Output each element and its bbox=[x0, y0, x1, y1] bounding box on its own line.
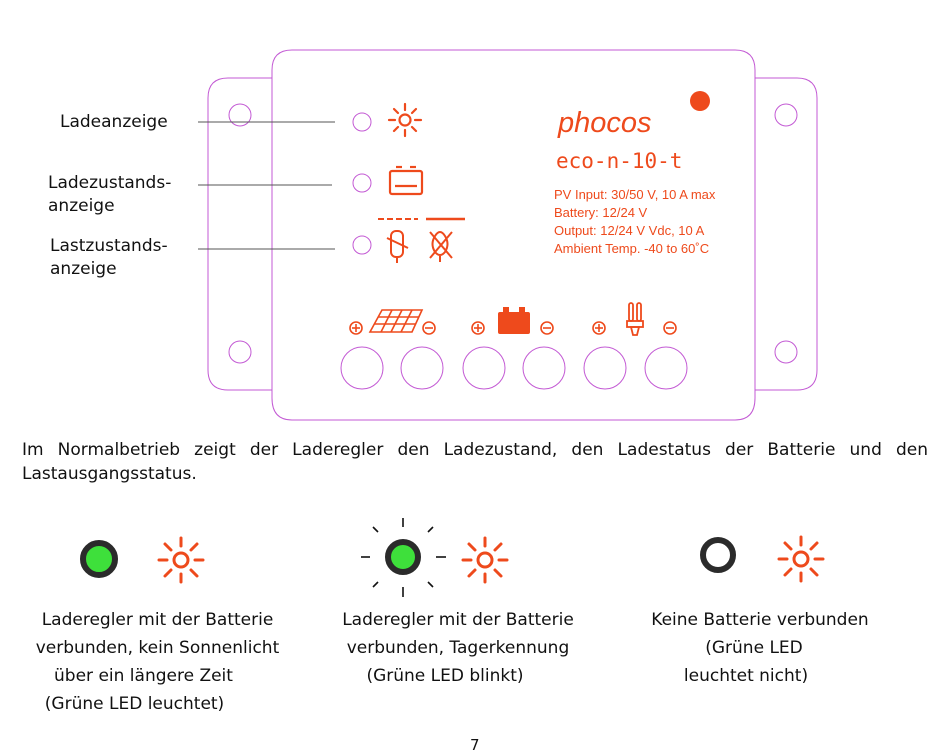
label-battery-status: Ladezustands- anzeige bbox=[48, 172, 171, 218]
battery-icon bbox=[388, 165, 424, 196]
spec-list: PV Input: 30/50 V, 10 A max Battery: 12/… bbox=[554, 187, 716, 256]
battery-icon bbox=[498, 307, 530, 334]
sun-icon bbox=[461, 536, 509, 584]
solar-panel-icon bbox=[368, 309, 424, 333]
terminal-hole bbox=[400, 346, 444, 390]
caption-line: (Grüne LED leuchtet) bbox=[44, 694, 225, 714]
blink-rays bbox=[361, 518, 446, 597]
label-line: Lastzustands- bbox=[50, 236, 168, 256]
controller-body bbox=[271, 49, 756, 421]
led-off bbox=[700, 537, 736, 573]
caption-line: Laderegler mit der Batterie bbox=[342, 610, 574, 630]
caption-led-off: Keine Batterie verbunden (Grüne LED leuc… bbox=[625, 606, 895, 690]
terminal-hole bbox=[644, 346, 688, 390]
page-number: 7 bbox=[470, 736, 480, 754]
mounting-hole bbox=[228, 340, 252, 364]
caption-line: verbunden, kein Sonnenlicht bbox=[35, 638, 280, 658]
caption-led-blink: Laderegler mit der Batterie verbunden, T… bbox=[318, 606, 598, 690]
mounting-hole bbox=[228, 103, 252, 127]
left-mounting-tab bbox=[207, 77, 272, 391]
led-green-on bbox=[80, 540, 118, 578]
body-paragraph: Im Normalbetrieb zeigt der Laderegler de… bbox=[22, 440, 928, 484]
plus-icon bbox=[349, 321, 363, 335]
led-load bbox=[352, 235, 372, 255]
caption-line: leuchtet nicht) bbox=[683, 666, 809, 686]
spec-output: Output: 12/24 V Vdc, 10 A bbox=[554, 223, 705, 238]
sun-icon bbox=[387, 102, 423, 138]
terminal-hole bbox=[583, 346, 627, 390]
caption-line: Keine Batterie verbunden bbox=[651, 610, 869, 630]
led-charge bbox=[352, 112, 372, 132]
spec-pv-input: PV Input: 30/50 V, 10 A max bbox=[554, 187, 716, 202]
caption-led-on: Laderegler mit der Batterie verbunden, k… bbox=[20, 606, 295, 718]
led-battery bbox=[352, 173, 372, 193]
right-mounting-tab bbox=[755, 77, 818, 391]
terminal-hole bbox=[340, 346, 384, 390]
label-line: Ladezustands- bbox=[48, 173, 172, 193]
label-line: anzeige bbox=[48, 196, 115, 216]
caption-line: über ein längere Zeit bbox=[54, 666, 233, 686]
mounting-hole bbox=[774, 103, 798, 127]
plus-icon bbox=[592, 321, 606, 335]
caption-line: Laderegler mit der Batterie bbox=[41, 610, 274, 630]
label-line: anzeige bbox=[50, 259, 117, 279]
caption-line: (Grüne LED blinkt) bbox=[366, 666, 524, 686]
brand-dot-icon bbox=[690, 91, 710, 111]
spec-ambient-temp: Ambient Temp. -40 to 60˚C bbox=[554, 241, 709, 256]
minus-icon bbox=[663, 321, 677, 335]
label-charge-indicator: Ladeanzeige bbox=[60, 112, 168, 132]
minus-icon bbox=[422, 321, 436, 335]
minus-icon bbox=[540, 321, 554, 335]
spec-battery: Battery: 12/24 V bbox=[554, 205, 648, 220]
brand-logo: phocos bbox=[557, 107, 652, 139]
caption-line: verbunden, Tagerkennung bbox=[346, 638, 570, 658]
plus-icon bbox=[471, 321, 485, 335]
sun-icon bbox=[157, 536, 205, 584]
lamp-icon bbox=[378, 217, 465, 263]
model-name: eco-n-10-t bbox=[556, 149, 682, 173]
terminal-hole bbox=[462, 346, 506, 390]
mounting-hole bbox=[774, 340, 798, 364]
lamp-icon bbox=[626, 302, 644, 336]
terminal-hole bbox=[522, 346, 566, 390]
sun-icon bbox=[777, 535, 825, 583]
label-load-status: Lastzustands- anzeige bbox=[50, 235, 168, 281]
caption-line: (Grüne LED bbox=[705, 638, 803, 658]
led-green-blinking bbox=[385, 539, 421, 575]
